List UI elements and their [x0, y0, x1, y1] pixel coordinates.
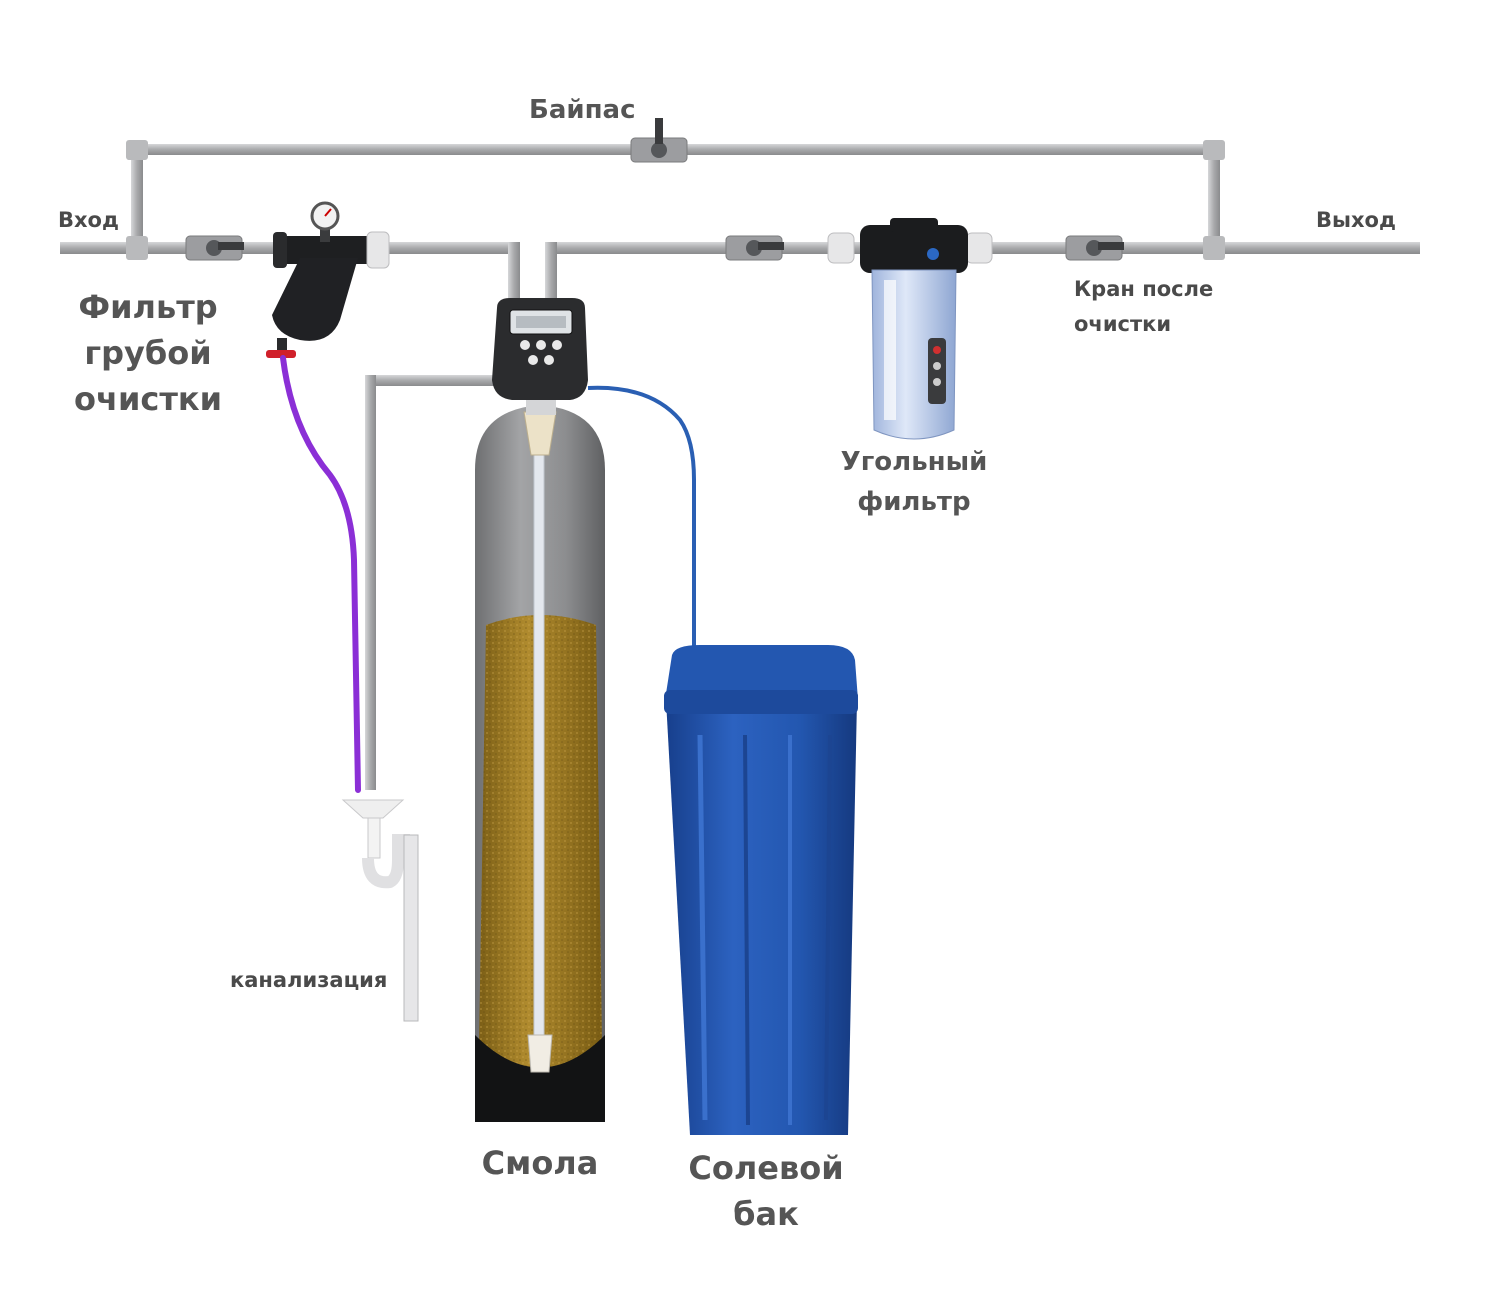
carbon-filter [827, 218, 993, 440]
label-outlet: Выход [1316, 208, 1396, 232]
inlet-valve[interactable] [185, 235, 244, 261]
coarse-filter-drain-valve[interactable] [266, 350, 296, 358]
label-coarse-filter-line2: грубой [84, 334, 212, 372]
label-inlet: Вход [58, 208, 119, 232]
drain-funnel [341, 799, 419, 1022]
brine-line [587, 385, 696, 648]
label-sewer: канализация [230, 968, 388, 992]
label-brine-tank: Солевой бак [680, 1145, 852, 1237]
label-coarse-filter: Фильтр грубой очистки [68, 284, 228, 422]
label-bypass: Байпас [529, 95, 636, 125]
softener-tank [475, 395, 605, 1122]
label-carbon-filter-line2: фильтр [857, 487, 971, 517]
pre-carbon-valve[interactable] [725, 235, 784, 261]
label-carbon-filter-line1: Угольный [840, 447, 988, 477]
bypass-valve[interactable] [630, 118, 688, 163]
control-head[interactable] [492, 298, 588, 400]
tap-after-treatment[interactable] [1065, 235, 1124, 261]
label-resin: Смола [481, 1144, 599, 1182]
coarse-filter [272, 201, 390, 352]
label-coarse-filter-line1: Фильтр [78, 288, 218, 326]
brine-tank [664, 645, 858, 1135]
label-tap-after-line2: очистки [1074, 312, 1172, 336]
flush-hose [280, 355, 361, 793]
label-carbon-filter: Угольный фильтр [834, 442, 994, 522]
drain-pipe [365, 375, 495, 790]
label-tap-after-line1: Кран после [1074, 277, 1214, 301]
label-brine-tank-line1: Солевой [688, 1149, 844, 1187]
label-tap-after: Кран после очистки [1074, 272, 1213, 342]
label-coarse-filter-line3: очистки [73, 380, 223, 418]
label-brine-tank-line2: бак [733, 1195, 799, 1233]
